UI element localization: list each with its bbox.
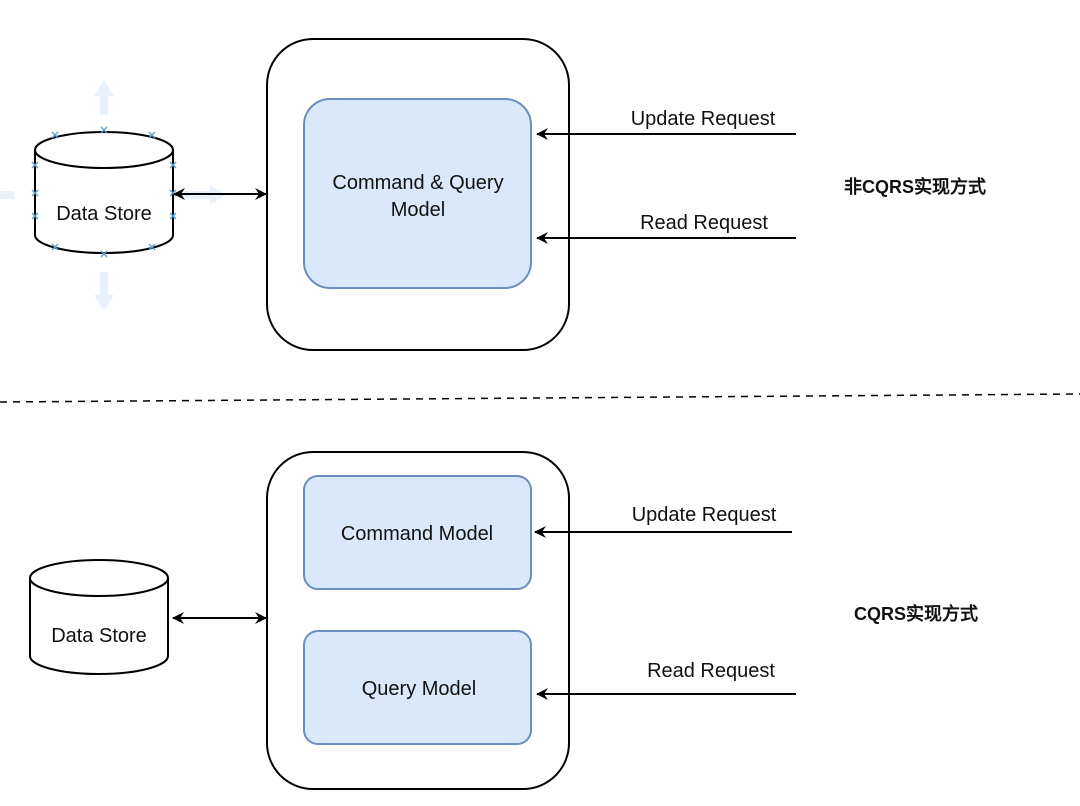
bottom-update-request-label: Update Request xyxy=(632,504,777,526)
top-read-request-label: Read Request xyxy=(640,212,768,234)
top-data-store[interactable]: Data Store xyxy=(31,126,177,258)
top-diagram: Data Store Command & Query Model xyxy=(0,38,986,351)
command-query-model-label-line1: Command & Query xyxy=(332,172,503,194)
command-model-box[interactable] xyxy=(303,475,532,590)
bottom-diagram: Data Store Command Model Query Model Upd… xyxy=(29,451,978,790)
query-model-box[interactable] xyxy=(303,630,532,745)
bottom-read-request-label: Read Request xyxy=(647,660,775,682)
top-caption: 非CQRS实现方式 xyxy=(844,176,986,197)
command-model-label: Command Model xyxy=(341,523,493,545)
selection-handles[interactable] xyxy=(31,126,177,258)
query-model-label: Query Model xyxy=(362,678,477,700)
hint-arrow-down-icon[interactable] xyxy=(94,272,114,311)
top-update-request-label: Update Request xyxy=(631,108,776,130)
bottom-caption: CQRS实现方式 xyxy=(854,603,978,624)
command-query-model-label-line2: Model xyxy=(391,199,445,221)
hint-arrow-left-icon[interactable] xyxy=(0,191,14,199)
command-query-model-box[interactable] xyxy=(303,98,532,289)
hint-arrow-up-icon[interactable] xyxy=(94,80,114,115)
section-divider xyxy=(0,393,1080,403)
bottom-data-store-label: Data Store xyxy=(51,625,147,647)
top-data-store-label: Data Store xyxy=(56,203,152,225)
bottom-data-store[interactable]: Data Store xyxy=(29,559,169,675)
